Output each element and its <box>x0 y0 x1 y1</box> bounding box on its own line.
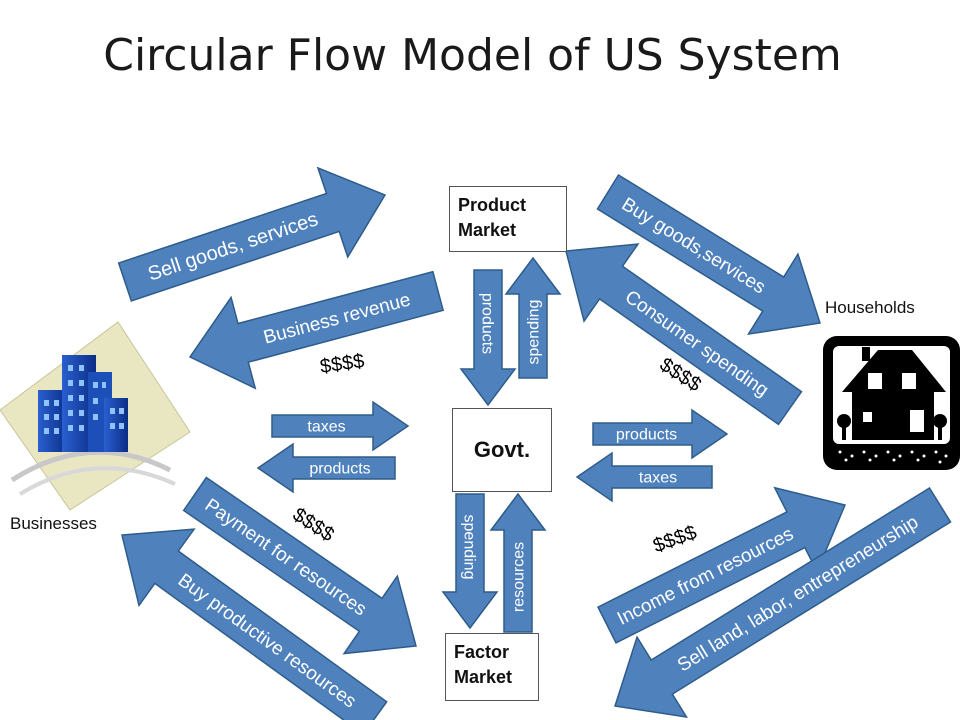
households-caption: Households <box>825 298 915 317</box>
flow-arrow-shape <box>565 243 803 426</box>
flow-arrow-shape <box>614 486 952 719</box>
flow-arrow-taxes-right: taxes <box>575 451 713 503</box>
flow-arrow-shape <box>117 166 387 302</box>
flow-label-taxes-left: taxes <box>307 419 345 436</box>
flow-label-products-left: products <box>309 461 370 478</box>
govt-box: Govt. <box>452 408 552 492</box>
flow-arrow-shape <box>441 493 499 630</box>
flow-arrow-shape <box>596 173 821 336</box>
flow-arrow-taxes-left: taxes <box>271 400 410 452</box>
flow-arrow-shape <box>575 451 713 503</box>
flow-arrow-shape <box>504 256 562 379</box>
businesses-caption: Businesses <box>10 514 97 533</box>
flow-label-products-top: products <box>478 293 495 354</box>
flow-arrow-shape <box>188 270 445 390</box>
diagram-title: Circular Flow Model of US System <box>103 30 842 81</box>
flow-arrow-shape <box>182 476 417 655</box>
businesses-icon <box>0 321 191 511</box>
flow-label-products-right: products <box>616 427 677 444</box>
flow-arrow-shape <box>271 400 410 452</box>
flow-arrow-spending-bottom: spending <box>441 493 499 630</box>
flow-arrow-resources-bottom: resources <box>489 492 547 633</box>
flow-arrow-products-left: products <box>256 442 396 494</box>
flow-arrow-products-top: products <box>459 269 517 407</box>
factor-market-box: Factor Market <box>445 633 539 701</box>
flow-arrow-shape <box>256 442 396 494</box>
flow-arrow-products-right: products <box>592 408 729 460</box>
flow-arrow-shape <box>489 492 547 633</box>
flow-arrow-shape <box>596 486 847 644</box>
households-icon <box>823 336 960 470</box>
flow-label-spending-top: spending <box>526 300 543 365</box>
flow-arrow-shape <box>121 528 388 720</box>
flow-arrow-shape <box>592 408 729 460</box>
product-market-box: Product Market <box>449 186 567 252</box>
flow-arrow-spending-top: spending <box>504 256 562 379</box>
money-label-1: $$$$ <box>319 350 366 378</box>
flow-label-taxes-right: taxes <box>639 470 677 487</box>
money-label-4: $$$$ <box>650 521 699 557</box>
flow-label-spending-bottom: spending <box>460 515 477 580</box>
flow-label-resources-bottom: resources <box>511 542 528 612</box>
flow-arrow-shape <box>459 269 517 407</box>
